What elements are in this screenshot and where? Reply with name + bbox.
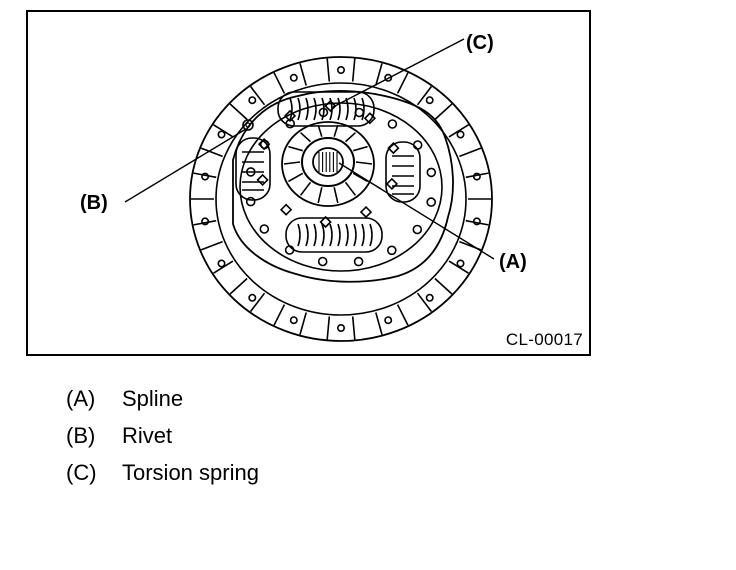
legend: (A) Spline (B) Rivet (C) Torsion spring bbox=[66, 384, 259, 495]
leader-line-c bbox=[332, 38, 465, 108]
friction-disc-inner-edge bbox=[215, 82, 467, 316]
plate-holes bbox=[245, 107, 437, 267]
hub-plate bbox=[232, 90, 454, 283]
clutch-disc-illustration: (C) (B) (A) bbox=[80, 32, 527, 342]
torsion-spring-bottom bbox=[285, 217, 383, 253]
legend-text: Rivet bbox=[122, 423, 173, 448]
legend-item: (B) Rivet bbox=[66, 421, 259, 458]
legend-item: (C) Torsion spring bbox=[66, 458, 259, 495]
legend-key: (B) bbox=[66, 423, 96, 448]
legend-text: Torsion spring bbox=[122, 460, 259, 485]
callout-a: (A) bbox=[499, 251, 527, 273]
hub-teeth bbox=[283, 124, 373, 204]
torsion-spring-top bbox=[277, 91, 375, 127]
friction-grooves bbox=[191, 58, 491, 340]
spline-grooves bbox=[318, 152, 338, 172]
callout-b: (B) bbox=[80, 192, 108, 214]
legend-text: Spline bbox=[122, 386, 184, 411]
rivet-b bbox=[242, 119, 254, 131]
figure-frame: (C) (B) (A) CL-00017 bbox=[26, 10, 591, 356]
leader-line-b bbox=[124, 128, 247, 203]
friction-disc-outer-edge bbox=[189, 56, 493, 342]
legend-item: (A) Spline bbox=[66, 384, 259, 421]
hub-collar bbox=[301, 137, 355, 187]
spline-bore bbox=[312, 147, 344, 177]
legend-key: (C) bbox=[66, 460, 97, 485]
leader-line-a bbox=[338, 162, 495, 260]
torsion-spring-left bbox=[235, 137, 271, 201]
plate-diamonds bbox=[256, 99, 400, 229]
friction-rivets bbox=[201, 65, 481, 332]
hub-flange bbox=[281, 121, 375, 207]
callout-c: (C) bbox=[466, 32, 494, 54]
legend-key: (A) bbox=[66, 386, 96, 411]
figure-code: CL-00017 bbox=[505, 330, 583, 349]
